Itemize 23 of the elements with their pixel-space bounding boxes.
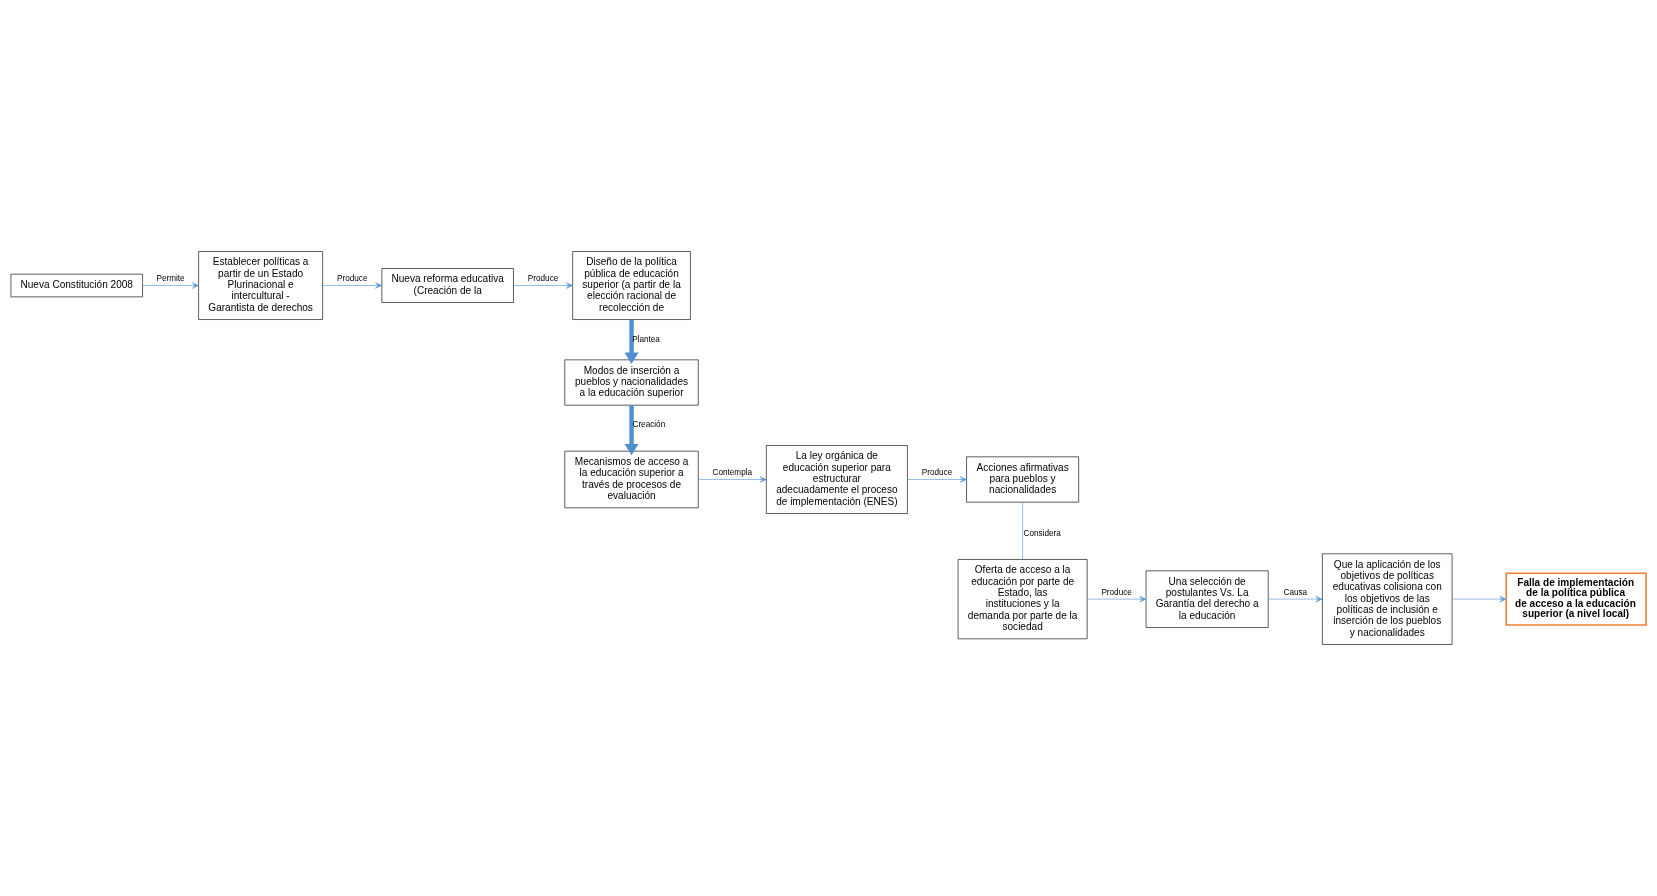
- node-box: Una selección de postulantes Vs. La Garantía del derecho a la educación: [1145, 570, 1269, 628]
- arrow: [1087, 596, 1147, 603]
- arrow: [513, 282, 573, 289]
- arrow: [142, 282, 199, 289]
- arrow: [1268, 596, 1323, 603]
- node-box: Acciones afirmativas para pueblos y nacionalidades: [966, 456, 1079, 503]
- node-box: Mecanismos de acceso a la educación superior a través de procesos de evaluación: [564, 450, 699, 509]
- arrow: [907, 476, 967, 483]
- connector: [1022, 502, 1023, 560]
- arrow: [1451, 596, 1507, 603]
- node-box: Diseño de la política pública de educación superior (a partir de la elección racional de recolección de: [572, 251, 691, 320]
- node-box: La ley orgánica de educación superior para estructurar adecuadamente el proceso de implementación (ENES): [766, 445, 908, 514]
- node-box: Falla de implementación de la política pública de acceso a la educación superior (a nivel local): [1505, 572, 1647, 626]
- node-box: Nueva Constitución 2008: [10, 273, 143, 298]
- arrow: [624, 405, 639, 456]
- arrow: [698, 476, 767, 483]
- node-box: Modos de inserción a pueblos y nacionalidades a la educación superior: [564, 359, 699, 406]
- node-box: Establecer políticas a partir de un Estado Plurinacional e intercultural - Garantista de derechos: [198, 251, 323, 320]
- arrow: [322, 282, 383, 289]
- arrow: [624, 319, 639, 364]
- node-box: Oferta de acceso a la educación por parte de Estado, las instituciones y la demanda por parte de la sociedad: [957, 559, 1088, 640]
- node-box: Nueva reforma educativa (Creación de la: [381, 268, 514, 303]
- node-box: Que la aplicación de los objetivos de políticas educativas colisiona con los objetivos de las políticas de inclusión e inserción de los pueblos y nacionalidades: [1322, 553, 1453, 645]
